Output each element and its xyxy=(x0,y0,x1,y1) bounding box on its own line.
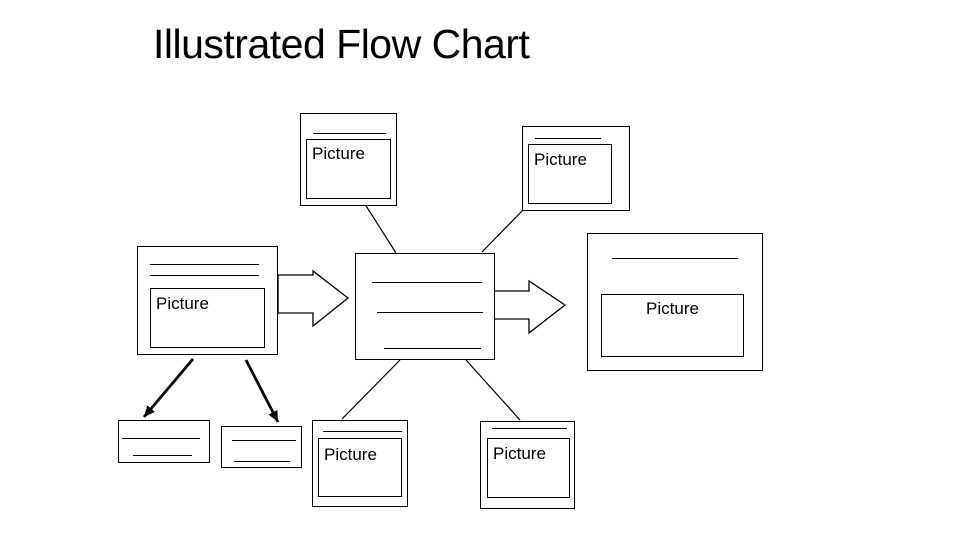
arrow-left-to-small-left[interactable] xyxy=(142,358,195,418)
placeholder-line xyxy=(122,438,200,440)
node-small-right[interactable] xyxy=(221,426,302,468)
picture-frame xyxy=(318,438,402,497)
picture-frame xyxy=(528,144,612,204)
connector-center-to-bottomright xyxy=(465,359,521,421)
arrow-left-to-small-right[interactable] xyxy=(244,359,280,423)
placeholder-line xyxy=(234,461,290,463)
node-center-process[interactable] xyxy=(355,253,495,360)
node-left-picture[interactable]: Picture xyxy=(137,246,278,355)
picture-label: Picture xyxy=(324,445,377,464)
picture-label: Picture xyxy=(534,150,587,169)
node-right-picture[interactable]: Picture xyxy=(587,233,763,371)
block-arrow-center-to-right[interactable] xyxy=(493,279,567,335)
picture-frame xyxy=(601,294,744,357)
node-top-right-picture[interactable]: Picture xyxy=(522,126,630,211)
picture-label: Picture xyxy=(312,144,365,163)
connector-center-to-bottomleft xyxy=(341,359,401,420)
placeholder-line xyxy=(323,431,402,433)
placeholder-line xyxy=(535,138,601,140)
node-small-left[interactable] xyxy=(118,420,210,463)
picture-label: Picture xyxy=(493,444,546,463)
node-top-center-picture[interactable]: Picture xyxy=(300,113,397,206)
node-bottom-right-picture[interactable]: Picture xyxy=(480,421,575,509)
picture-frame xyxy=(487,438,570,498)
placeholder-line xyxy=(372,282,482,284)
placeholder-line xyxy=(384,348,481,350)
picture-frame xyxy=(150,288,265,348)
picture-frame xyxy=(306,139,391,199)
picture-label: Picture xyxy=(646,299,699,318)
node-bottom-left-picture[interactable]: Picture xyxy=(312,420,408,507)
placeholder-line xyxy=(313,133,386,135)
placeholder-line xyxy=(492,428,567,430)
placeholder-line xyxy=(150,275,259,277)
picture-label: Picture xyxy=(156,294,209,313)
connector-topcenter-to-center xyxy=(362,200,397,254)
placeholder-line xyxy=(612,258,738,260)
slide-title[interactable]: Illustrated Flow Chart xyxy=(153,21,530,67)
placeholder-line xyxy=(133,455,192,457)
block-arrow-left-to-center[interactable] xyxy=(277,269,350,328)
connector-topright-to-center xyxy=(481,207,526,253)
placeholder-line xyxy=(150,264,259,266)
placeholder-line xyxy=(377,312,483,314)
placeholder-line xyxy=(232,440,296,442)
